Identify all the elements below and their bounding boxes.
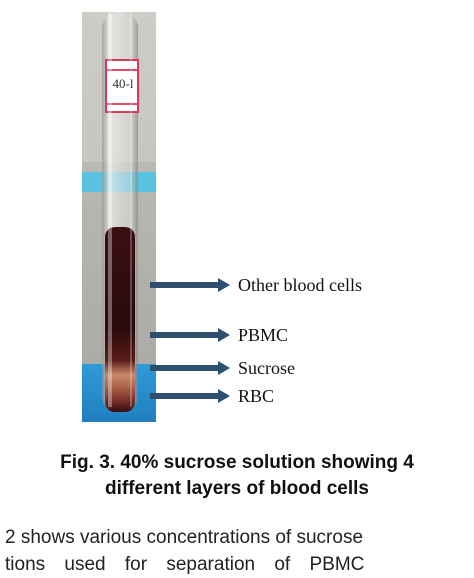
tube-label-text: 40-l <box>112 76 134 91</box>
arrow-other-blood-cells <box>150 278 230 292</box>
layer-label-other-blood-cells: Other blood cells <box>238 275 362 295</box>
body-line-2: tions used for separation of PBMC <box>5 554 365 575</box>
layer-label-pbmc: PBMC <box>238 325 289 345</box>
layer-label-rbc: RBC <box>238 386 275 406</box>
body-line-1: 2 shows various concentrations of sucros… <box>5 527 364 548</box>
figure-caption: Fig. 3. 40% sucrose solution showing 4 d… <box>0 450 474 502</box>
layer-label-sucrose: Sucrose <box>238 358 295 378</box>
arrow-pbmc <box>150 328 230 342</box>
caption-line-2: different layers of blood cells <box>105 478 369 499</box>
test-tube-photo: 40-l <box>82 12 156 422</box>
caption-line-1: Fig. 3. 40% sucrose solution showing 4 <box>60 452 414 473</box>
arrow-sucrose <box>150 361 230 375</box>
arrow-rbc <box>150 389 230 403</box>
body-paragraph: 2 shows various concentrations of sucros… <box>0 524 474 578</box>
